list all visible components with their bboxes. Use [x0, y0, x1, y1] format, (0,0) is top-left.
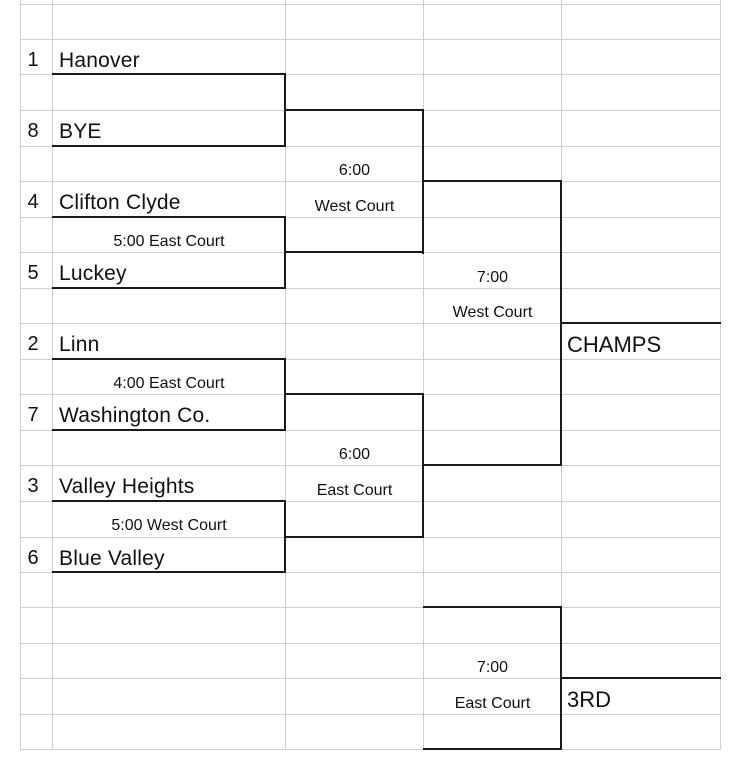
- seed-number: 8: [27, 120, 39, 142]
- team-name: Luckey: [59, 262, 127, 285]
- third-place-time: 7:00: [476, 659, 509, 676]
- team-name: Hanover: [59, 49, 140, 72]
- seed-number: 7: [27, 404, 39, 426]
- bracket-line: [52, 358, 286, 360]
- team-name: Valley Heights: [59, 475, 195, 498]
- bracket-line: [285, 536, 424, 538]
- third-place-court: East Court: [454, 695, 531, 712]
- grid-line: [20, 288, 721, 289]
- grid-line: [20, 430, 721, 431]
- bracket-line: [52, 216, 286, 218]
- bracket-line: [52, 73, 286, 75]
- team-name: Linn: [59, 333, 100, 356]
- game-time-label: 5:00 East Court: [113, 233, 225, 250]
- grid-line: [20, 643, 721, 644]
- bracket-line: [52, 429, 286, 431]
- grid-line: [20, 678, 721, 679]
- semifinal-court: West Court: [314, 198, 395, 215]
- bracket-line: [285, 251, 424, 253]
- game-time-label: 5:00 West Court: [111, 517, 227, 534]
- bracket-line: [285, 109, 424, 111]
- grid-line: [20, 0, 21, 750]
- grid-line: [20, 501, 721, 502]
- grid-line: [720, 0, 721, 750]
- grid-line: [20, 4, 721, 5]
- bracket-line: [423, 748, 562, 750]
- team-name: Washington Co.: [59, 404, 211, 427]
- bracket-line: [52, 287, 286, 289]
- third-place-label: 3RD: [567, 687, 612, 712]
- game-time-label: 4:00 East Court: [113, 375, 225, 392]
- seed-number: 4: [27, 191, 39, 213]
- seed-number: 3: [27, 475, 39, 497]
- seed-number: 1: [27, 49, 39, 71]
- seed-number: 2: [27, 333, 39, 355]
- grid-line: [20, 572, 721, 573]
- grid-line: [20, 607, 721, 608]
- grid-line: [20, 146, 721, 147]
- championship-time: 7:00: [476, 269, 509, 286]
- bracket-line: [423, 606, 562, 608]
- semifinal-time: 6:00: [338, 446, 371, 463]
- champion-label: CHAMPS: [567, 332, 662, 357]
- bracket-line: [52, 145, 286, 147]
- grid-line: [20, 749, 721, 750]
- semifinal-time: 6:00: [338, 162, 371, 179]
- bracket-line: [423, 464, 562, 466]
- grid-line: [20, 217, 721, 218]
- bracket-line: [52, 571, 286, 573]
- team-name: Blue Valley: [59, 547, 165, 570]
- team-name: BYE: [59, 120, 102, 143]
- bracket-line: [423, 180, 562, 182]
- grid-line: [20, 359, 721, 360]
- bracket-line: [561, 322, 721, 324]
- grid-line: [20, 465, 721, 466]
- seed-number: 5: [27, 262, 39, 284]
- grid-line: [52, 0, 53, 750]
- grid-line: [20, 181, 721, 182]
- grid-line: [20, 39, 721, 40]
- seed-number: 6: [27, 547, 39, 569]
- semifinal-court: East Court: [316, 482, 393, 499]
- bracket-line: [285, 393, 424, 395]
- grid-line: [20, 323, 721, 324]
- bracket-line: [52, 500, 286, 502]
- grid-line: [20, 74, 721, 75]
- grid-line: [20, 714, 721, 715]
- grid-line: [423, 0, 424, 750]
- championship-court: West Court: [452, 304, 533, 321]
- bracket-line: [561, 677, 721, 679]
- team-name: Clifton Clyde: [59, 191, 181, 214]
